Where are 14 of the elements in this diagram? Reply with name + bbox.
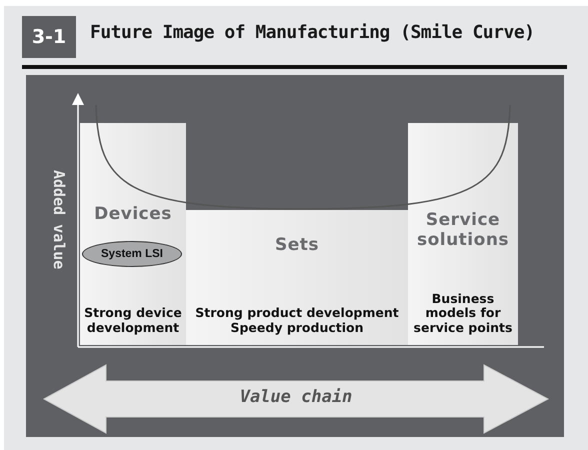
category-heading: Service solutions — [416, 211, 510, 250]
title: Future Image of Manufacturing (Smile Curve) — [90, 22, 534, 43]
description-text: Business models for service points — [412, 292, 514, 335]
description-text: Strong product development Speedy production — [194, 306, 400, 335]
category-heading: Devices — [93, 205, 173, 225]
value-chain-column — [186, 210, 408, 345]
arrow-label: Value chain — [238, 387, 354, 407]
value-chain-column — [80, 123, 186, 345]
value-chain-column — [408, 123, 518, 345]
section-number-badge: 3-1 — [22, 16, 76, 58]
category-heading: Sets — [274, 236, 320, 256]
description-text: Strong device development — [83, 306, 183, 335]
axis-label: Added value — [50, 170, 68, 270]
ellipse-label: System LSI — [82, 241, 182, 267]
